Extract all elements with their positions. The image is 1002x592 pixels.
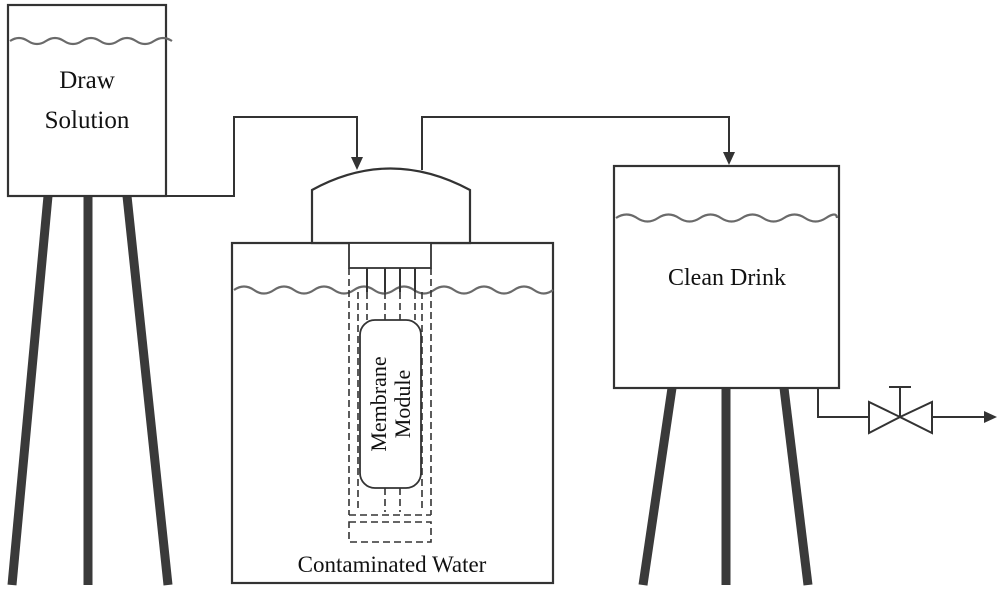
contaminated-water-label: Contaminated Water	[298, 552, 487, 577]
dome-cap	[310, 167, 472, 245]
draw-solution-feed-pipe	[166, 116, 363, 197]
outlet-pipe	[817, 388, 868, 418]
tank-leg	[638, 387, 677, 586]
outlet-valve	[817, 386, 997, 435]
membrane-housing-dome	[310, 167, 472, 245]
tank-leg	[122, 195, 173, 586]
arrow-head	[723, 152, 735, 165]
membrane-label-line1: Membrane	[366, 356, 391, 451]
draw-solution-label-line1: Draw	[59, 67, 115, 94]
water-surface-wave	[615, 213, 839, 223]
membrane-cartridge	[359, 319, 422, 489]
pipe-line	[166, 116, 358, 197]
tank-leg	[779, 387, 813, 586]
water-surface-wave	[233, 285, 554, 295]
membrane-module: Membrane Module	[348, 242, 432, 543]
arrow-head	[351, 157, 363, 170]
clean-drink-box	[612, 164, 841, 390]
membrane-label-group: Membrane Module	[366, 356, 415, 451]
clean-drink-tank: Clean Drink	[612, 164, 841, 586]
arrow-head	[984, 411, 997, 423]
tank-leg	[7, 195, 53, 586]
clean-drink-label: Clean Drink	[668, 265, 786, 291]
module-dashed-foot	[348, 521, 432, 543]
module-header	[348, 242, 432, 269]
draw-solution-tank: Draw Solution	[6, 3, 173, 586]
pipe-line	[421, 116, 730, 170]
valve-body-left	[868, 400, 903, 435]
water-surface-wave	[9, 36, 173, 46]
membrane-label-line2: Module	[390, 370, 415, 438]
draw-solution-box	[6, 3, 168, 198]
permeate-pipe	[421, 116, 735, 170]
valve-body-right	[897, 400, 933, 435]
draw-solution-label-line2: Solution	[45, 107, 130, 134]
